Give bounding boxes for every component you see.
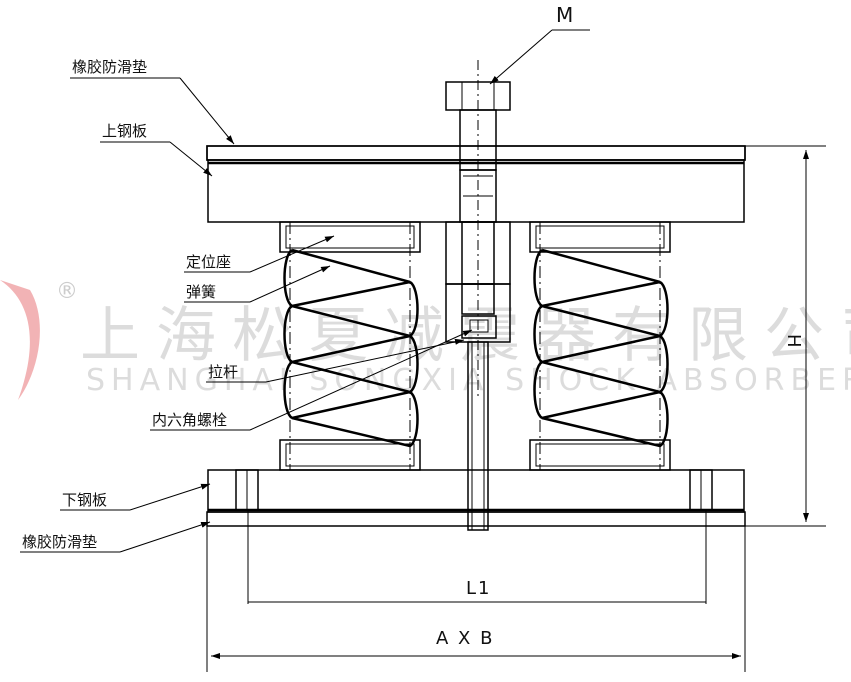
pull-rod [467, 341, 489, 531]
dimension-lines [206, 145, 826, 672]
dim-inner-length: L1 [466, 578, 491, 599]
top-bolt [445, 60, 511, 400]
label-positioning-seat: 定位座 [186, 253, 231, 271]
dim-overall: A X B [436, 628, 494, 649]
dim-height: H [783, 334, 804, 350]
label-spring: 弹簧 [186, 283, 216, 301]
left-spring [279, 221, 421, 471]
watermark-chinese: 上海松夏减震器有限公司 [80, 301, 851, 371]
watermark: ® 上海松夏减震器有限公司 SHANGHAI SONGXIA SHOCK ABS… [0, 279, 851, 400]
registered-mark: ® [56, 279, 78, 304]
upper-rubber-pad [206, 145, 746, 161]
company-logo [0, 280, 40, 400]
label-lower-steel-plate: 下钢板 [62, 491, 107, 509]
label-rubber-pad-bottom: 橡胶防滑垫 [22, 533, 97, 551]
label-pull-rod: 拉杆 [208, 363, 238, 381]
label-hex-socket-bolt: 内六角螺栓 [152, 411, 227, 429]
leader-lines [20, 29, 590, 553]
lower-steel-plate [207, 469, 745, 513]
center-column [445, 169, 511, 531]
lower-rubber-pad [206, 511, 746, 527]
lower-plate-holes [235, 469, 713, 511]
label-upper-steel-plate: 上钢板 [102, 122, 147, 140]
right-spring [529, 221, 671, 471]
label-bolt-m: M [556, 3, 573, 27]
label-rubber-pad-top: 橡胶防滑垫 [72, 58, 147, 76]
